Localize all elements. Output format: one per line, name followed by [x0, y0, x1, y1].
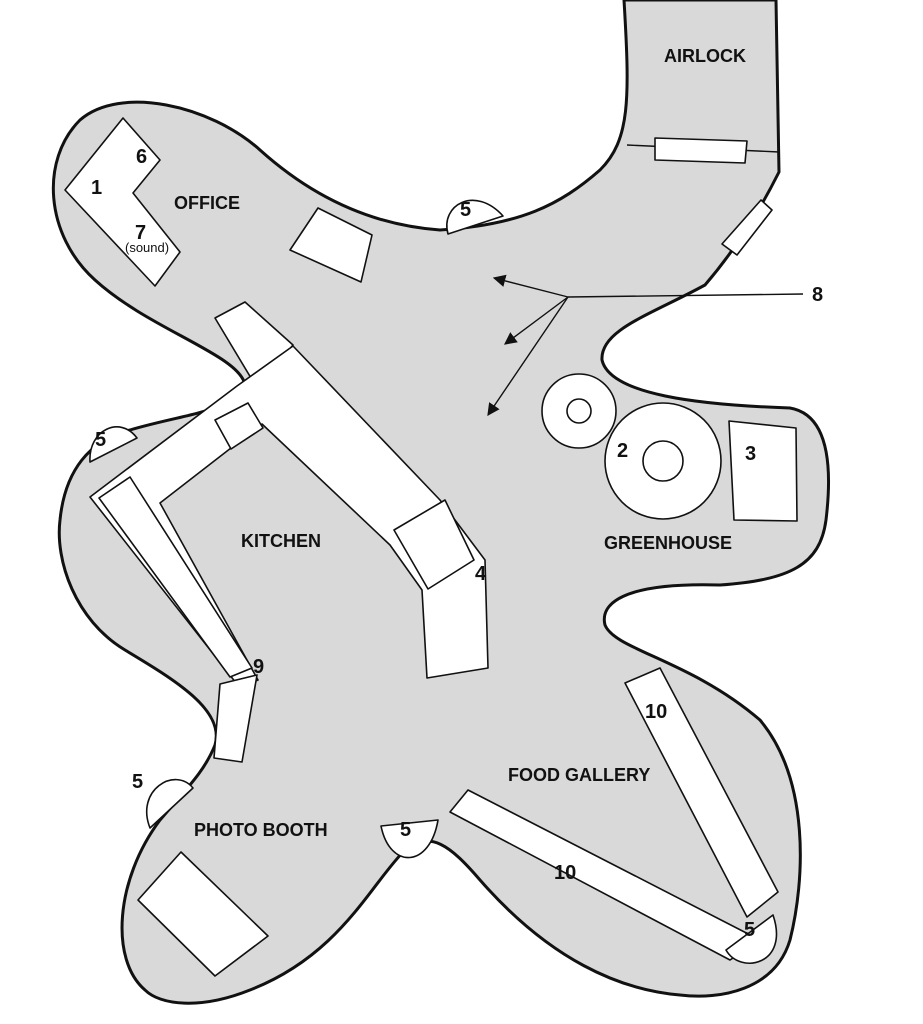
- marker-7-note: (sound): [125, 240, 169, 255]
- kitchen-inner-counter: [98, 476, 253, 678]
- food-gallery-table-left: [449, 789, 761, 961]
- marker-5-bottom: 5: [400, 819, 411, 841]
- speaker-food-gallery: [725, 914, 778, 964]
- marker-5-left: 5: [95, 429, 106, 451]
- pointer-arrow-8a: [492, 274, 569, 298]
- room-label-airlock: AIRLOCK: [664, 46, 746, 66]
- greenhouse-planter-small-core: [566, 398, 592, 424]
- kitchen-stove: [393, 499, 475, 590]
- room-label-greenhouse: GREENHOUSE: [604, 533, 732, 553]
- speaker-left: [89, 426, 138, 463]
- marker-1: 1: [91, 177, 102, 199]
- marker-4: 4: [475, 563, 487, 585]
- marker-7: 7: [135, 222, 146, 244]
- pointer-line-8: [567, 293, 804, 298]
- speaker-top: [446, 199, 504, 235]
- room-label-photo-booth: PHOTO BOOTH: [194, 820, 328, 840]
- food-gallery-table-right: [624, 667, 779, 918]
- kitchen-sink: [214, 402, 264, 450]
- marker-2: 2: [617, 440, 628, 462]
- marker-5-photo-booth: 5: [132, 771, 143, 793]
- marker-10-right: 10: [645, 701, 667, 723]
- greenhouse-planter-large-core: [642, 440, 684, 482]
- marker-8: 8: [812, 284, 823, 306]
- marker-3: 3: [745, 443, 756, 465]
- marker-9: 9: [253, 656, 264, 678]
- room-label-food-gallery: FOOD GALLERY: [508, 765, 650, 785]
- office-desk: [64, 117, 181, 287]
- airlock-side-door: [721, 199, 773, 256]
- marker-5-top: 5: [460, 199, 471, 221]
- room-label-office: OFFICE: [174, 193, 240, 213]
- greenhouse-bed: [728, 420, 798, 522]
- room-label-kitchen: KITCHEN: [241, 531, 321, 551]
- marker-5-food-gallery: 5: [744, 919, 755, 941]
- pointer-arrow-8c: [487, 296, 569, 417]
- speaker-bottom: [380, 819, 439, 859]
- pointer-arrow-8b: [503, 296, 569, 345]
- kitchen-bench: [213, 674, 258, 763]
- photo-booth-box: [137, 851, 269, 977]
- office-table: [289, 207, 373, 283]
- marker-10-left: 10: [554, 862, 576, 884]
- speaker-photo-booth: [146, 778, 194, 829]
- airlock-door: [654, 137, 748, 164]
- marker-6: 6: [136, 146, 147, 168]
